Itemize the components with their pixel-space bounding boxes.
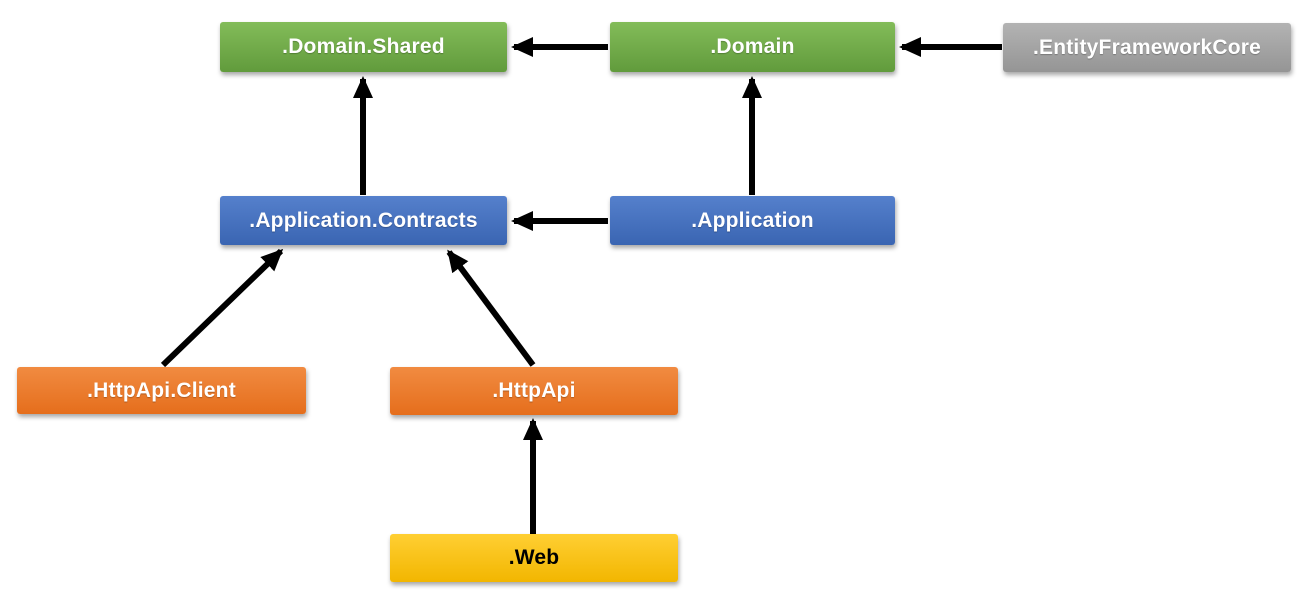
node-application: .Application bbox=[610, 196, 895, 245]
node-application-contracts: .Application.Contracts bbox=[220, 196, 507, 245]
node-domain: .Domain bbox=[610, 22, 895, 72]
node-entity-framework-core: .EntityFrameworkCore bbox=[1003, 23, 1291, 72]
node-httpapi-client: .HttpApi.Client bbox=[17, 367, 306, 414]
node-web: .Web bbox=[390, 534, 678, 582]
edge-httpapi-to-application-contracts bbox=[446, 249, 536, 367]
edge-httpapi-client-to-application-contracts bbox=[160, 248, 284, 368]
node-domain-shared: .Domain.Shared bbox=[220, 22, 507, 72]
node-httpapi: .HttpApi bbox=[390, 367, 678, 415]
